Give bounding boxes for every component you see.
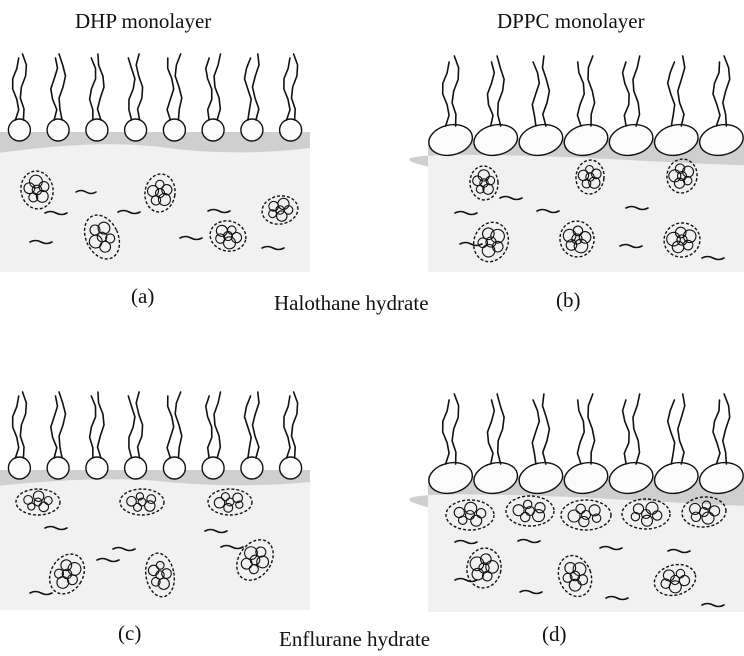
hydrate-cluster <box>207 488 253 516</box>
interface-layer <box>0 470 310 486</box>
hydrate-cluster <box>48 553 86 595</box>
row-label-halothane: Halothane hydrate <box>274 291 429 315</box>
water-molecule <box>625 205 649 211</box>
title-dppc-monolayer: DPPC monolayer <box>497 9 645 33</box>
hydrate-cluster <box>681 496 727 528</box>
hydrate-cluster <box>575 159 605 195</box>
lipid-molecule <box>563 55 609 157</box>
water-molecule <box>499 195 523 201</box>
lipid-molecule <box>7 391 32 480</box>
hydrate-cluster <box>15 488 61 516</box>
lipid-molecule <box>240 53 264 142</box>
water-molecule <box>29 590 53 596</box>
hydrate-cluster <box>209 220 247 252</box>
lipid-molecule <box>608 55 654 157</box>
lipid-molecule <box>46 391 70 480</box>
hydrate-cluster <box>557 554 593 598</box>
lipid-molecule <box>278 391 303 480</box>
hydrate-cluster <box>505 495 555 527</box>
lipid-molecule <box>240 391 264 480</box>
water-molecule <box>29 239 53 245</box>
panel-d-dppc-enflurane <box>409 393 744 612</box>
lipid-molecule <box>123 53 148 142</box>
hydrate-cluster <box>469 165 499 201</box>
panel-a-dhp-halothane <box>0 53 310 272</box>
hydrate-cluster <box>236 539 274 581</box>
water-molecule <box>701 255 725 261</box>
water-subphase <box>0 132 310 272</box>
panel-b-dppc-halothane <box>409 55 744 272</box>
hydrate-cluster <box>560 499 612 531</box>
water-molecule <box>112 546 136 552</box>
hydrate-cluster <box>261 195 299 225</box>
water-molecule <box>207 208 231 214</box>
lipid-molecule <box>162 53 187 142</box>
lipid-molecule <box>428 55 474 157</box>
hydrate-cluster <box>466 547 502 589</box>
water-molecule <box>44 525 68 531</box>
hydrate-cluster <box>144 552 176 598</box>
lipid-molecule <box>563 393 609 495</box>
panel-c-dhp-enflurane <box>0 391 310 610</box>
panel-label-d: (d) <box>542 622 567 646</box>
water-molecule <box>519 589 543 595</box>
water-molecule <box>599 545 623 551</box>
hydrate-cluster <box>144 173 176 213</box>
hydrate-cluster <box>666 158 698 194</box>
water-molecule <box>619 243 643 249</box>
water-molecule <box>605 595 629 601</box>
row-label-enflurane: Enflurane hydrate <box>279 627 430 651</box>
lipid-molecule <box>201 391 225 480</box>
panel-label-b: (b) <box>556 288 581 312</box>
water-molecule <box>536 208 560 214</box>
lipid-molecule <box>278 53 303 142</box>
panel-label-a: (a) <box>131 284 154 308</box>
lipid-molecule <box>608 393 654 495</box>
hydrate-cluster <box>83 214 121 260</box>
water-molecule <box>454 539 478 545</box>
water-molecule <box>517 538 541 544</box>
lipid-molecule <box>698 393 744 495</box>
lipid-molecule <box>473 55 519 157</box>
hydrate-cluster <box>20 170 54 210</box>
hydrate-cluster <box>653 563 697 597</box>
hydrate-cluster <box>119 488 165 516</box>
lipid-molecule <box>653 55 699 157</box>
water-molecule <box>44 210 68 216</box>
lipid-molecule <box>518 393 564 495</box>
water-molecule <box>667 548 691 554</box>
lipid-molecule <box>85 53 109 142</box>
hydrate-cluster <box>621 498 671 530</box>
water-molecule <box>701 602 725 608</box>
hydrate-cluster <box>445 499 495 531</box>
lipid-molecule <box>201 53 225 142</box>
lipid-molecule <box>46 53 70 142</box>
lipid-molecule <box>473 393 519 495</box>
water-molecule <box>454 577 478 583</box>
lipid-molecule <box>85 391 109 480</box>
water-molecule <box>261 245 285 251</box>
panel-label-c: (c) <box>118 621 141 645</box>
hydrate-cluster <box>472 221 510 263</box>
water-molecule <box>179 235 203 241</box>
lipid-molecule <box>428 393 474 495</box>
lipid-molecule <box>698 55 744 157</box>
lipid-molecule <box>7 53 32 142</box>
hydrate-cluster <box>559 220 595 258</box>
water-molecule <box>117 209 141 215</box>
water-molecule <box>220 544 244 550</box>
water-molecule <box>459 241 483 247</box>
water-molecule <box>96 557 120 563</box>
lipid-molecule <box>518 55 564 157</box>
lipid-molecule <box>653 393 699 495</box>
lipid-molecule <box>123 391 148 480</box>
water-molecule <box>204 528 228 534</box>
interface-layer <box>0 132 310 153</box>
lipid-molecule <box>162 391 187 480</box>
water-molecule <box>454 210 478 216</box>
water-molecule <box>75 189 97 195</box>
title-dhp-monolayer: DHP monolayer <box>75 9 211 33</box>
